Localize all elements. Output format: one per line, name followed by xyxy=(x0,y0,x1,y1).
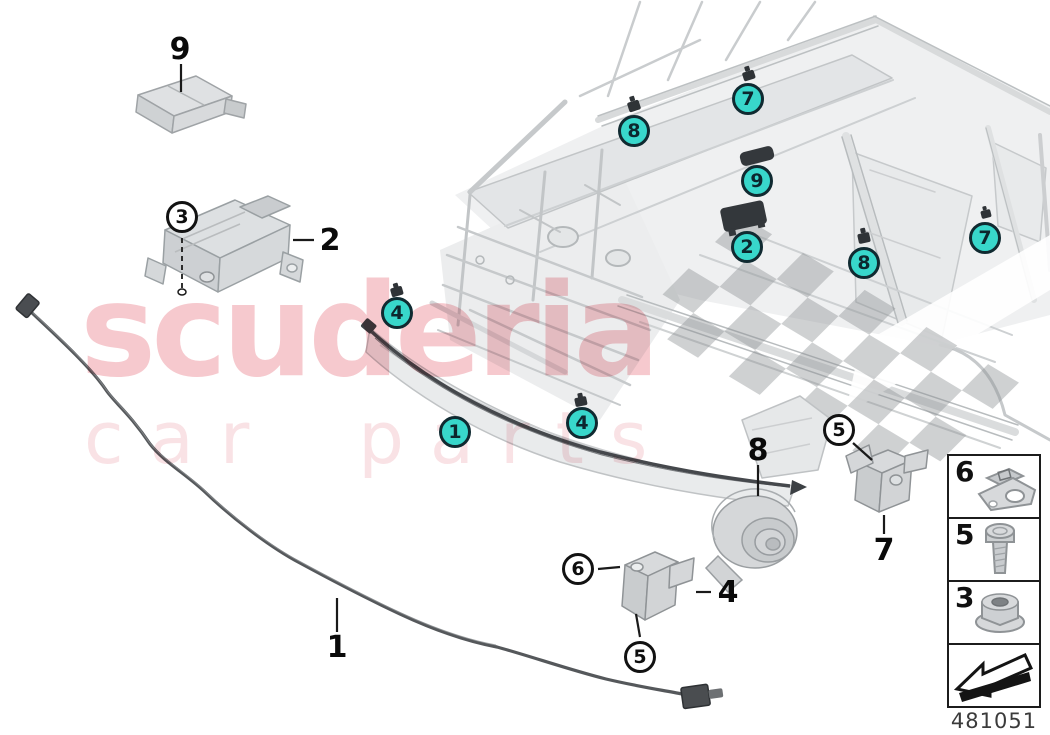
white-ribbon xyxy=(845,235,1050,415)
leader-lines xyxy=(177,64,886,638)
part-label-1[interactable]: 1 xyxy=(326,630,348,665)
part-label-7[interactable]: 7 xyxy=(873,533,895,568)
part-label-4[interactable]: 4 xyxy=(717,575,739,610)
checkered-flag-pattern xyxy=(662,215,1019,470)
callout-teal-2[interactable]: 2 xyxy=(731,231,763,263)
legend-cell-screw: 5 xyxy=(949,519,1039,582)
watermark-brand-text: scuderia xyxy=(80,257,660,406)
sensor-part4-sketch xyxy=(621,551,695,621)
diagram-number: 481051 xyxy=(950,709,1038,733)
callout-white-6[interactable]: 6 xyxy=(562,553,594,585)
callout-white-5[interactable]: 5 xyxy=(823,414,855,446)
legend-cell-direction xyxy=(949,645,1039,706)
part-label-2[interactable]: 2 xyxy=(319,223,341,258)
callout-teal-7[interactable]: 7 xyxy=(732,83,764,115)
callout-teal-1[interactable]: 1 xyxy=(439,416,471,448)
legend-label: 3 xyxy=(955,582,975,614)
part-label-8[interactable]: 8 xyxy=(747,433,769,468)
callout-white-3[interactable]: 3 xyxy=(166,201,198,233)
callout-teal-4[interactable]: 4 xyxy=(381,297,413,329)
callout-teal-8[interactable]: 8 xyxy=(618,115,650,147)
legend-label: 5 xyxy=(955,519,975,551)
watermark-subtitle-text: car parts xyxy=(84,396,674,480)
callout-teal-8[interactable]: 8 xyxy=(848,247,880,279)
legend-cell-nut: 3 xyxy=(949,582,1039,645)
cage-nut-bracket-icon xyxy=(977,467,1037,512)
mounted-sensors-sketch xyxy=(390,65,992,407)
callout-teal-7[interactable]: 7 xyxy=(969,222,1001,254)
direction-of-travel-arrow-icon xyxy=(953,653,1034,702)
flange-nut-icon xyxy=(975,593,1025,633)
callout-teal-9[interactable]: 9 xyxy=(741,165,773,197)
airbag-control-unit-part2-sketch xyxy=(144,195,304,293)
cable-part-sketch xyxy=(15,293,724,710)
callout-white-5[interactable]: 5 xyxy=(624,641,656,673)
callout-teal-4[interactable]: 4 xyxy=(566,407,598,439)
legend-label: 6 xyxy=(955,456,975,488)
control-module-part9-sketch xyxy=(135,75,247,134)
fastener-legend: 6 5 3 xyxy=(947,454,1041,708)
legend-cell-cage-nut: 6 xyxy=(949,456,1039,519)
torx-screw-icon xyxy=(985,523,1015,574)
round-sensor-part8-sketch xyxy=(704,488,798,594)
part-label-9[interactable]: 9 xyxy=(169,32,191,67)
sensor-part7-sketch xyxy=(845,444,929,513)
